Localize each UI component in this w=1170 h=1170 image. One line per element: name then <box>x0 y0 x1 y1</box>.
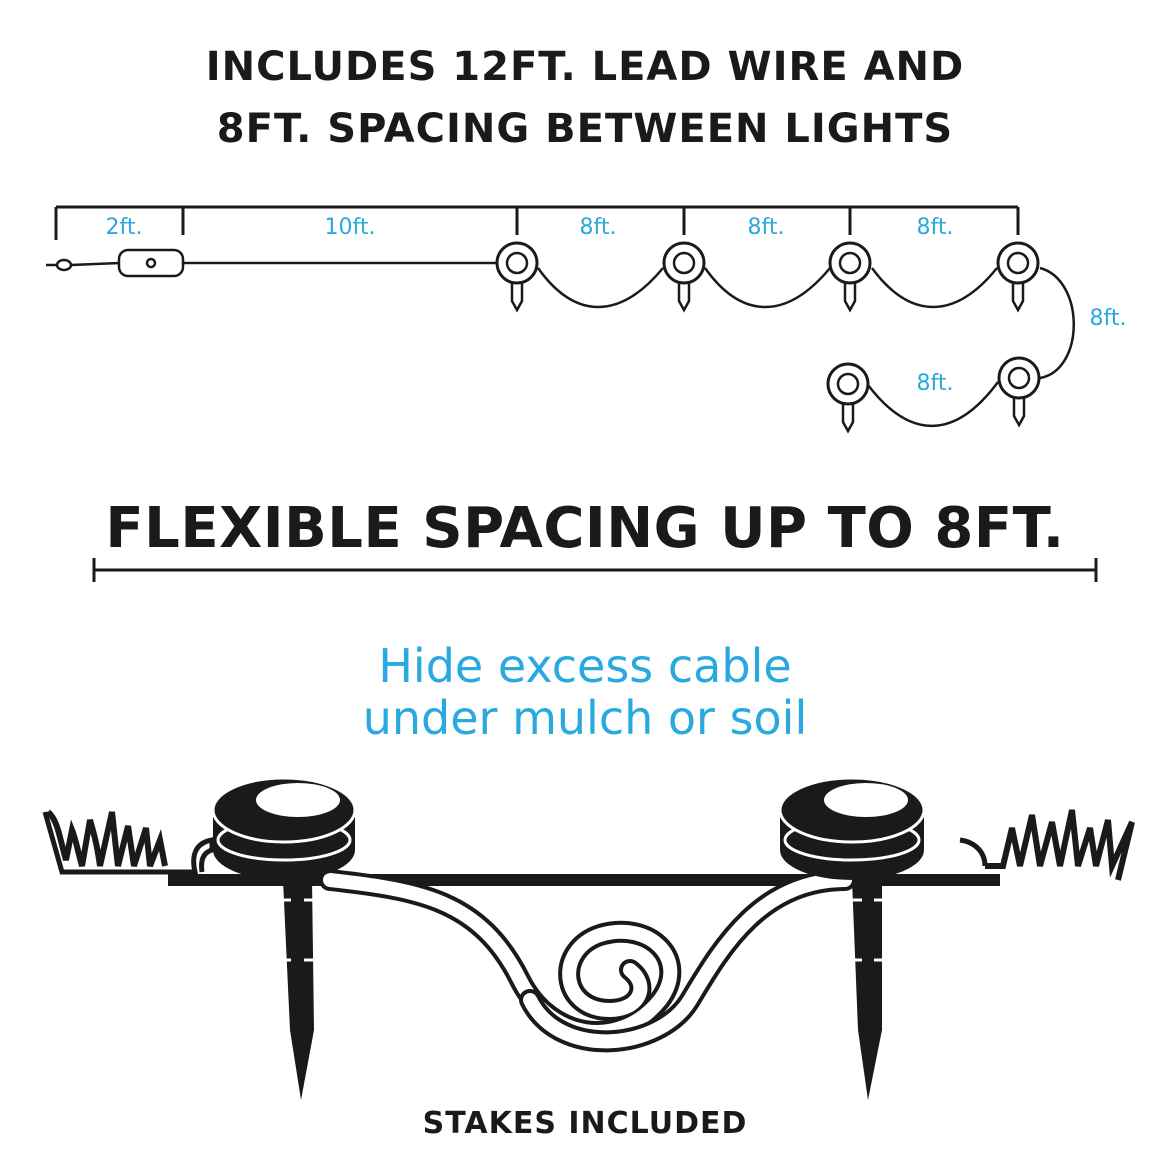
lead-wire <box>46 248 1075 428</box>
grass-blades-right-icon <box>985 809 1135 881</box>
grass-blades-left-icon <box>45 809 168 868</box>
label-8ft-c: 8ft. <box>917 215 954 240</box>
ground-illustration <box>42 776 1135 1100</box>
label-8ft-a: 8ft. <box>580 215 617 240</box>
switch-box-icon <box>117 248 185 278</box>
label-8ft-d: 8ft. <box>1090 306 1127 331</box>
tip-line-2: under mulch or soil <box>362 691 808 745</box>
flexible-spacing-title: FLEXIBLE SPACING UP TO 8FT. <box>105 496 1065 561</box>
stakes-included-label: STAKES INCLUDED <box>422 1106 748 1141</box>
tip-text: Hide excess cable under mulch or soil <box>0 640 1170 744</box>
label-10ft: 10ft. <box>325 215 376 240</box>
grass-left-icon <box>42 811 215 875</box>
label-8ft-b: 8ft. <box>748 215 785 240</box>
label-8ft-e: 8ft. <box>917 371 954 396</box>
plug-icon <box>55 258 73 272</box>
dimension-bracket <box>54 205 1020 240</box>
small-lights <box>495 241 1041 434</box>
header-title: INCLUDES 12FT. LEAD WIRE AND 8FT. SPACIN… <box>0 36 1170 160</box>
header-line-1: INCLUDES 12FT. LEAD WIRE AND <box>205 44 965 90</box>
label-2ft: 2ft. <box>106 215 143 240</box>
header-line-2: 8FT. SPACING BETWEEN LIGHTS <box>216 106 954 152</box>
small-light-icon <box>828 241 872 313</box>
small-light-icon <box>997 356 1041 428</box>
large-light-left-icon <box>211 776 357 1100</box>
small-light-icon <box>996 241 1040 313</box>
small-light-icon <box>662 241 706 313</box>
coiled-cable-icon <box>319 869 856 1053</box>
flexible-spacing-bar <box>92 558 1098 582</box>
small-light-icon <box>495 241 539 313</box>
tip-line-1: Hide excess cable <box>378 639 792 693</box>
small-light-icon <box>826 362 870 434</box>
large-light-right-icon <box>778 776 926 1100</box>
